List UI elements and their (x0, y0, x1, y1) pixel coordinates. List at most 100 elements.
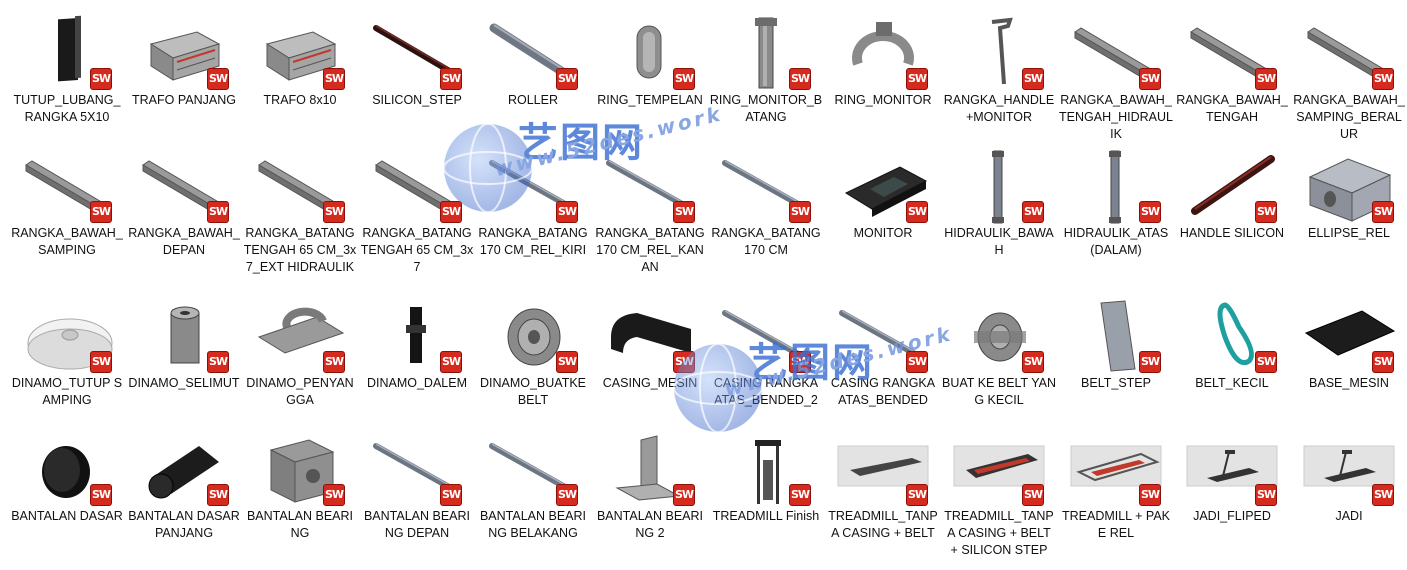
solidworks-icon: SW (1372, 351, 1394, 373)
file-thumbnail: SW (836, 14, 930, 90)
file-name: TREADMILL_TANPA CASING + BELT + SILICON … (944, 509, 1055, 557)
file-thumbnail: SW (603, 297, 697, 373)
black-puck-icon (42, 446, 90, 498)
solidworks-icon: SW (440, 351, 462, 373)
file-thumbnail: SW (719, 430, 813, 506)
file-name: TREADMILL_TANPA CASING + BELT (828, 509, 938, 540)
file-thumbnail: SW (486, 147, 580, 223)
file-item[interactable]: SW BANTALAN BEARING (243, 424, 357, 564)
file-name: SILICON_STEP (372, 93, 462, 107)
solidworks-icon: SW (1255, 201, 1277, 223)
file-thumbnail: SW (952, 297, 1046, 373)
solidworks-icon: SW (440, 201, 462, 223)
file-item[interactable]: SW TREADMILL Finish (709, 424, 823, 564)
file-thumbnail: SW (253, 147, 347, 223)
file-name: TRAFO PANJANG (132, 93, 236, 107)
file-thumbnail: SW (603, 430, 697, 506)
solidworks-icon: SW (789, 201, 811, 223)
file-thumbnail: SW (253, 430, 347, 506)
solidworks-icon: SW (323, 484, 345, 506)
file-item[interactable]: SW TREADMILL_TANPA CASING + BELT + SILICO… (942, 424, 1056, 564)
file-item[interactable]: SW HANDLE SILICON (1175, 141, 1289, 281)
file-thumbnail: SW (253, 297, 347, 373)
file-name: TREADMILL Finish (712, 509, 820, 523)
file-thumbnail: SW (1302, 147, 1396, 223)
file-name: BANTALAN BEARING (246, 509, 354, 540)
file-thumbnail: SW (20, 430, 114, 506)
file-thumbnail: SW (20, 147, 114, 223)
file-thumbnail: SW (486, 14, 580, 90)
file-thumbnail: SW (370, 297, 464, 373)
file-thumbnail: SW (952, 147, 1046, 224)
file-thumbnail: SW (486, 297, 580, 373)
file-name: DINAMO_TUTUP SAMPING (11, 376, 123, 407)
file-item[interactable]: SW TRAFO PANJANG (127, 8, 241, 148)
solidworks-icon: SW (90, 351, 112, 373)
solidworks-icon: SW (207, 201, 229, 223)
treadmill-frame-icon (755, 440, 781, 504)
file-thumbnail: SW (719, 297, 813, 373)
file-name: HANDLE SILICON (1179, 226, 1285, 240)
solidworks-icon: SW (90, 201, 112, 223)
cylinder-icon (170, 306, 200, 364)
file-name: CASING RANGKA ATAS_BENDED_2 (713, 376, 821, 407)
ring-tab-icon (636, 25, 662, 79)
l-bracket-icon (615, 435, 681, 501)
solidworks-icon: SW (207, 351, 229, 373)
file-item[interactable]: SW DINAMO_TUTUP SAMPING (10, 291, 124, 431)
render-treadmill-icon (1303, 445, 1395, 487)
render-treadmill-icon (1186, 445, 1278, 487)
file-thumbnail: SW (1302, 430, 1396, 506)
file-thumbnail: SW (486, 430, 580, 506)
file-thumbnail: SW (137, 14, 231, 90)
solidworks-icon: SW (323, 351, 345, 373)
file-name: RANGKA_BATANG TENGAH 65 CM_3x7_EXT HIDRA… (243, 226, 358, 274)
file-thumbnail: SW (253, 14, 347, 90)
solidworks-icon: SW (1022, 484, 1044, 506)
file-thumbnail: SW (1069, 297, 1163, 373)
solidworks-icon: SW (323, 68, 345, 90)
